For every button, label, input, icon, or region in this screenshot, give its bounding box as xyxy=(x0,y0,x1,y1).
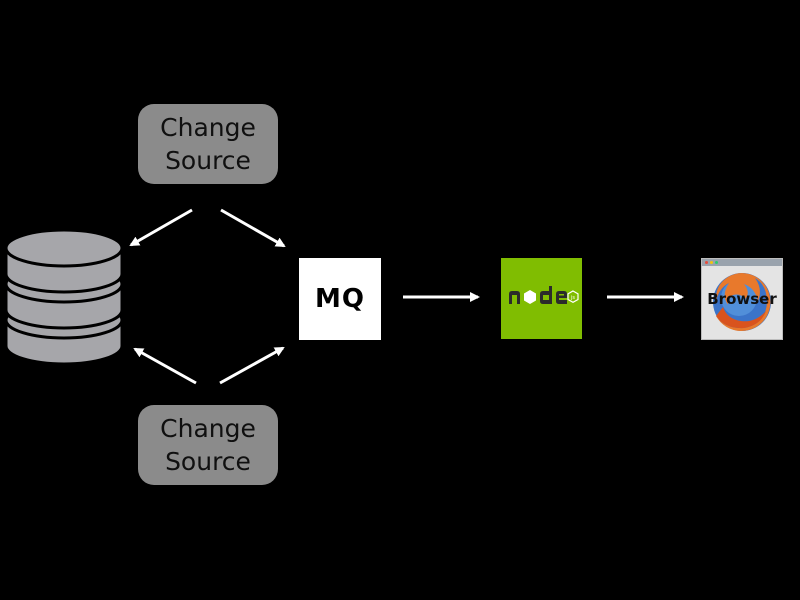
message-queue-label: MQ xyxy=(315,284,365,314)
change-source-bottom-line1: Change xyxy=(160,414,256,443)
browser-window-icon: Browser xyxy=(701,258,783,340)
change-source-top-line2: Source xyxy=(165,146,251,175)
maximize-dot-icon xyxy=(715,261,718,264)
arrow-top-source-to-mq xyxy=(220,208,286,248)
change-source-bottom-line2: Source xyxy=(165,447,251,476)
close-dot-icon xyxy=(705,261,708,264)
arrow-bottom-source-to-mq xyxy=(219,346,285,385)
browser-title-bar xyxy=(702,259,782,266)
svg-text:js: js xyxy=(570,295,575,301)
change-source-top-line1: Change xyxy=(160,113,256,142)
arrow-top-source-to-db xyxy=(129,208,193,247)
nodejs-logo: js xyxy=(501,258,582,339)
change-source-bottom: Change Source xyxy=(138,405,278,485)
firefox-logo-icon xyxy=(713,273,771,331)
database-icon xyxy=(4,228,124,366)
nodejs-logo-mark: js xyxy=(509,286,579,304)
browser-label: Browser xyxy=(707,290,777,308)
message-queue-box: MQ xyxy=(299,258,381,340)
arrow-bottom-source-to-db xyxy=(133,347,197,385)
minimize-dot-icon xyxy=(710,261,713,264)
change-source-top: Change Source xyxy=(138,104,278,184)
